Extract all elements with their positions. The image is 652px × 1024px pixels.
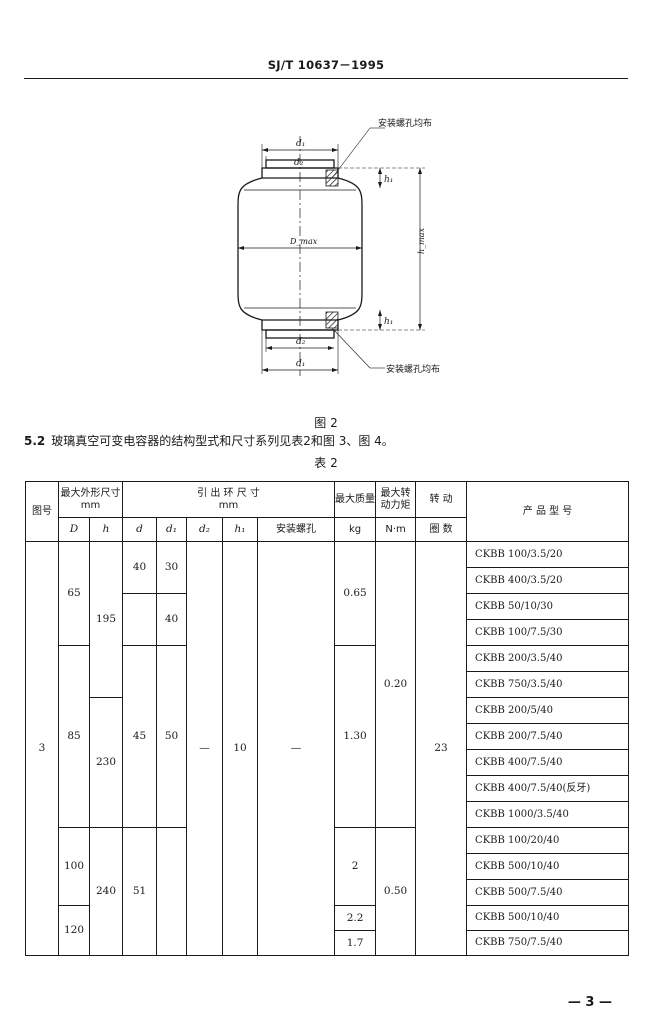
cell-d1-30: 30	[156, 541, 187, 594]
cell-h1-10: 10	[222, 541, 258, 956]
cell-d1-50: 50	[156, 645, 187, 828]
label-d2-top: d₂	[294, 158, 304, 168]
header-ring-size-text: 引 出 环 尺 寸	[197, 488, 260, 499]
table-row: CKBB 400/3.5/20	[26, 567, 630, 594]
table-caption: 表 2	[314, 456, 338, 470]
table-row: 3 65 195 40 30 — 10 — 0.65 0.20 23 CKBB …	[25, 541, 630, 956]
cell-model: CKBB 50/10/30	[466, 593, 630, 620]
standard-code: SJ/T 10637－1995	[267, 58, 385, 72]
header-turns-unit: 圈 数	[415, 517, 468, 542]
cell-d1-blank	[156, 827, 187, 956]
page-number: — 3 —	[567, 995, 612, 1010]
header-fig-no: 图号	[25, 481, 59, 542]
cell-model: CKBB 200/7.5/40	[466, 723, 630, 750]
cell-torque-050: 0.50	[375, 827, 417, 956]
header-mass-unit: kg	[334, 517, 377, 542]
cell-d-45-main: 45	[122, 645, 157, 828]
header-outer-unit: mm	[80, 499, 101, 511]
label-h1-top: h₁	[384, 175, 393, 185]
cell-h-230: 230	[89, 697, 123, 828]
cell-model: CKBB 200/3.5/40	[466, 645, 630, 672]
section-number: 5.2	[24, 434, 46, 448]
section-text: 玻璃真空可变电容器的结构型式和尺寸系列见表2和图 3、图 4。	[51, 434, 394, 448]
header-h: h	[89, 517, 123, 542]
table-row: CKBB 400/7.5/40(反牙)	[26, 775, 630, 802]
figure-caption: 图 2	[314, 416, 338, 430]
cell-model: CKBB 500/7.5/40	[466, 879, 630, 906]
cell-d-51: 51	[122, 827, 157, 956]
callout-top: 安装螺孔均布	[378, 117, 432, 129]
cell-turns-23: 23	[415, 541, 468, 956]
cell-mass-065: 0.65	[334, 541, 377, 646]
cell-D-120: 120	[58, 905, 90, 956]
cell-model: CKBB 100/3.5/20	[466, 541, 630, 568]
header-torque: 最大转动力矩	[375, 481, 417, 518]
cell-torque-020: 0.20	[375, 541, 417, 828]
cell-model: CKBB 200/5/40	[466, 697, 630, 724]
table-row: 120 2.2 CKBB 500/10/40	[26, 905, 630, 956]
label-d1-top: d₁	[296, 139, 305, 149]
cell-h-240: 240	[89, 827, 123, 956]
cell-model: CKBB 750/7.5/40	[466, 930, 630, 956]
table-row: CKBB 750/3.5/40	[26, 671, 630, 698]
cell-mass-22: 2.2	[334, 905, 377, 931]
table-row: 1.7 CKBB 750/7.5/40	[26, 930, 630, 956]
header-h1: h₁	[222, 517, 258, 542]
cell-h-195: 195	[89, 541, 123, 698]
cell-d-45	[122, 593, 157, 646]
header-turns: 转 动	[415, 481, 468, 518]
label-hmax: h_max	[417, 227, 426, 254]
header-d1: d₁	[156, 517, 187, 542]
cell-model: CKBB 750/3.5/40	[466, 671, 630, 698]
cell-mass-2: 2	[334, 827, 377, 906]
cell-D-65: 65	[58, 541, 90, 646]
cell-d1-40: 40	[156, 593, 187, 646]
label-h1-bottom: h₁	[384, 317, 393, 327]
cell-fig-no: 3	[25, 541, 59, 956]
cell-model: CKBB 400/7.5/40	[466, 749, 630, 776]
table-row: 230 CKBB 200/5/40	[26, 697, 630, 828]
header-model: 产 品 型 号	[466, 481, 630, 542]
label-d1-bottom: d₁	[296, 359, 305, 369]
header-D: D	[58, 517, 90, 542]
table-row: 40 CKBB 50/10/30	[26, 593, 630, 646]
cell-d-40: 40	[122, 541, 157, 594]
header-ring-unit: mm	[218, 499, 239, 511]
header-mass: 最大质量	[334, 481, 377, 518]
label-dmax: D_max	[289, 237, 318, 246]
label-d2-bottom: d₂	[296, 337, 306, 347]
cell-model: CKBB 100/7.5/30	[466, 619, 630, 646]
table-row: 100 240 51 2 0.50 CKBB 100/20/40	[26, 827, 630, 956]
header-d: d	[122, 517, 157, 542]
header-d2: d₂	[186, 517, 223, 542]
cell-model: CKBB 400/7.5/40(反牙)	[466, 775, 630, 802]
cell-model: CKBB 500/10/40	[466, 853, 630, 880]
callout-bottom: 安装螺孔均布	[386, 363, 440, 375]
header-outer-size-text: 最大外形尺寸	[60, 488, 121, 499]
cell-mass-130: 1.30	[334, 645, 377, 828]
cell-screw-dash: —	[256, 541, 336, 956]
cell-model: CKBB 500/10/40	[466, 905, 630, 931]
cell-model: CKBB 400/3.5/20	[466, 567, 630, 594]
header-screw: 安装螺孔	[256, 517, 336, 542]
cell-d2-dash: —	[186, 541, 223, 956]
capacitor-drawing: d₁ d₂ h₁ D_max h_max h₁ d₂ d₁ 安装螺孔均布 安装螺…	[237, 117, 440, 376]
header-torque-unit: N·m	[375, 517, 417, 542]
cell-mass-17: 1.7	[334, 930, 377, 956]
table-row: CKBB 500/10/40	[26, 853, 630, 880]
table-row: 85 45 50 1.30 CKBB 200/3.5/40	[26, 645, 630, 828]
section-5-2: 5.2 玻璃真空可变电容器的结构型式和尺寸系列见表2和图 3、图 4。	[24, 432, 394, 449]
cell-model: CKBB 1000/3.5/40	[466, 801, 630, 828]
cell-D-100: 100	[58, 827, 90, 906]
cell-model: CKBB 100/20/40	[466, 827, 630, 854]
header-rule	[24, 78, 628, 79]
cell-D-85: 85	[58, 645, 90, 828]
